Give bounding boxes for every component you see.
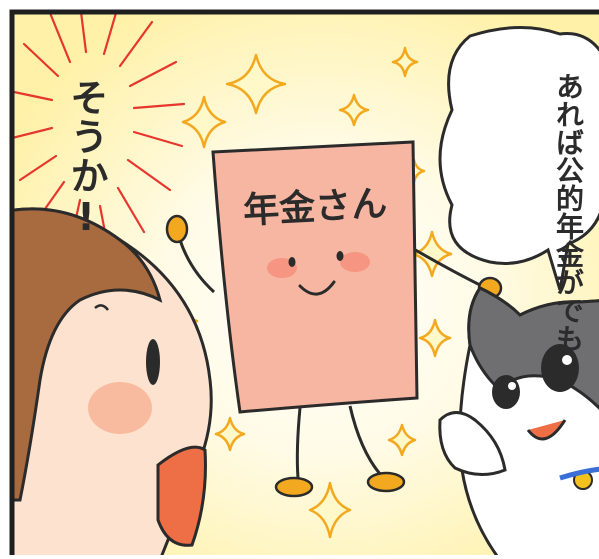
card-label: 年金さん [242, 183, 389, 232]
pension-card-mascot [165, 140, 503, 498]
woman-character [12, 207, 213, 559]
speech-line-2: 公的年金が [552, 156, 585, 296]
panel-frame [9, 9, 599, 559]
speech-bubble [438, 26, 599, 291]
speech-line-3: あれば [552, 72, 585, 156]
speech-bubble-text: でも 公的年金が あれば [466, 72, 586, 352]
cat-character [438, 286, 599, 559]
speech-line-1: でも [552, 296, 585, 352]
exclamation-text: そうか! [64, 78, 108, 240]
